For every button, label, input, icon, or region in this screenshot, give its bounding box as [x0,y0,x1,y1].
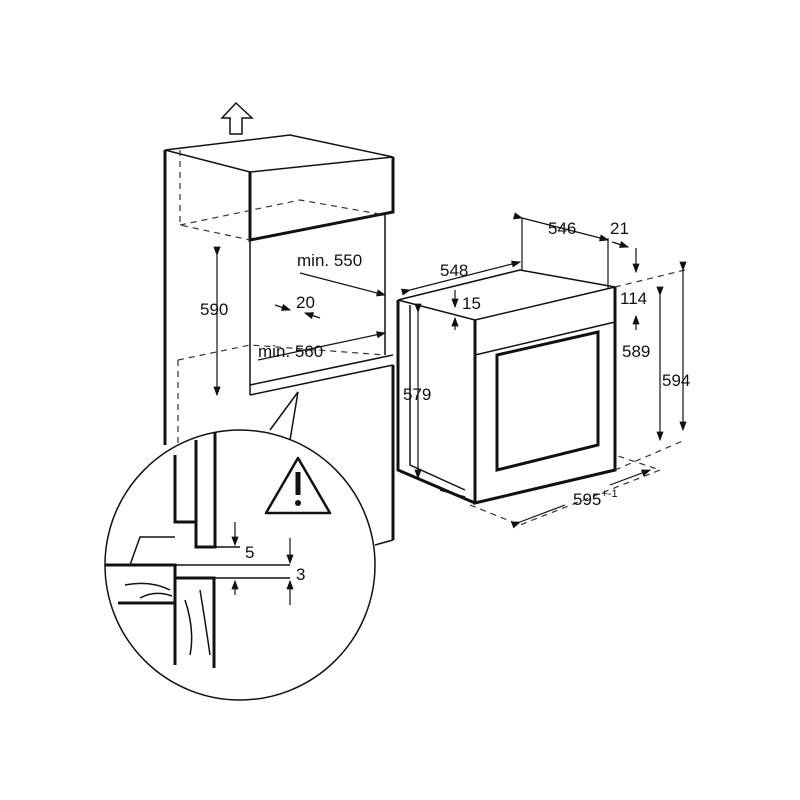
label-3: 3 [296,565,305,584]
detail-view [105,432,294,668]
label-min-560: min. 560 [258,342,323,361]
label-595-value: 595 [573,490,601,509]
label-589: 589 [622,342,650,361]
label-595-tolerance: +-1 [601,488,617,500]
label-590: 590 [200,300,228,319]
label-20: 20 [296,293,315,312]
label-5: 5 [245,543,254,562]
warning-icon [264,456,332,515]
label-15: 15 [462,294,481,313]
oven [396,269,617,505]
up-arrow-icon [220,101,254,135]
label-594: 594 [662,371,690,390]
label-546: 546 [548,219,576,238]
label-114: 114 [620,289,647,308]
label-579: 579 [403,385,431,404]
cabinet [163,134,395,546]
label-min-550: min. 550 [297,251,362,270]
label-548: 548 [440,261,468,280]
label-21: 21 [610,219,629,238]
label-595: 595+-1 [573,488,618,509]
